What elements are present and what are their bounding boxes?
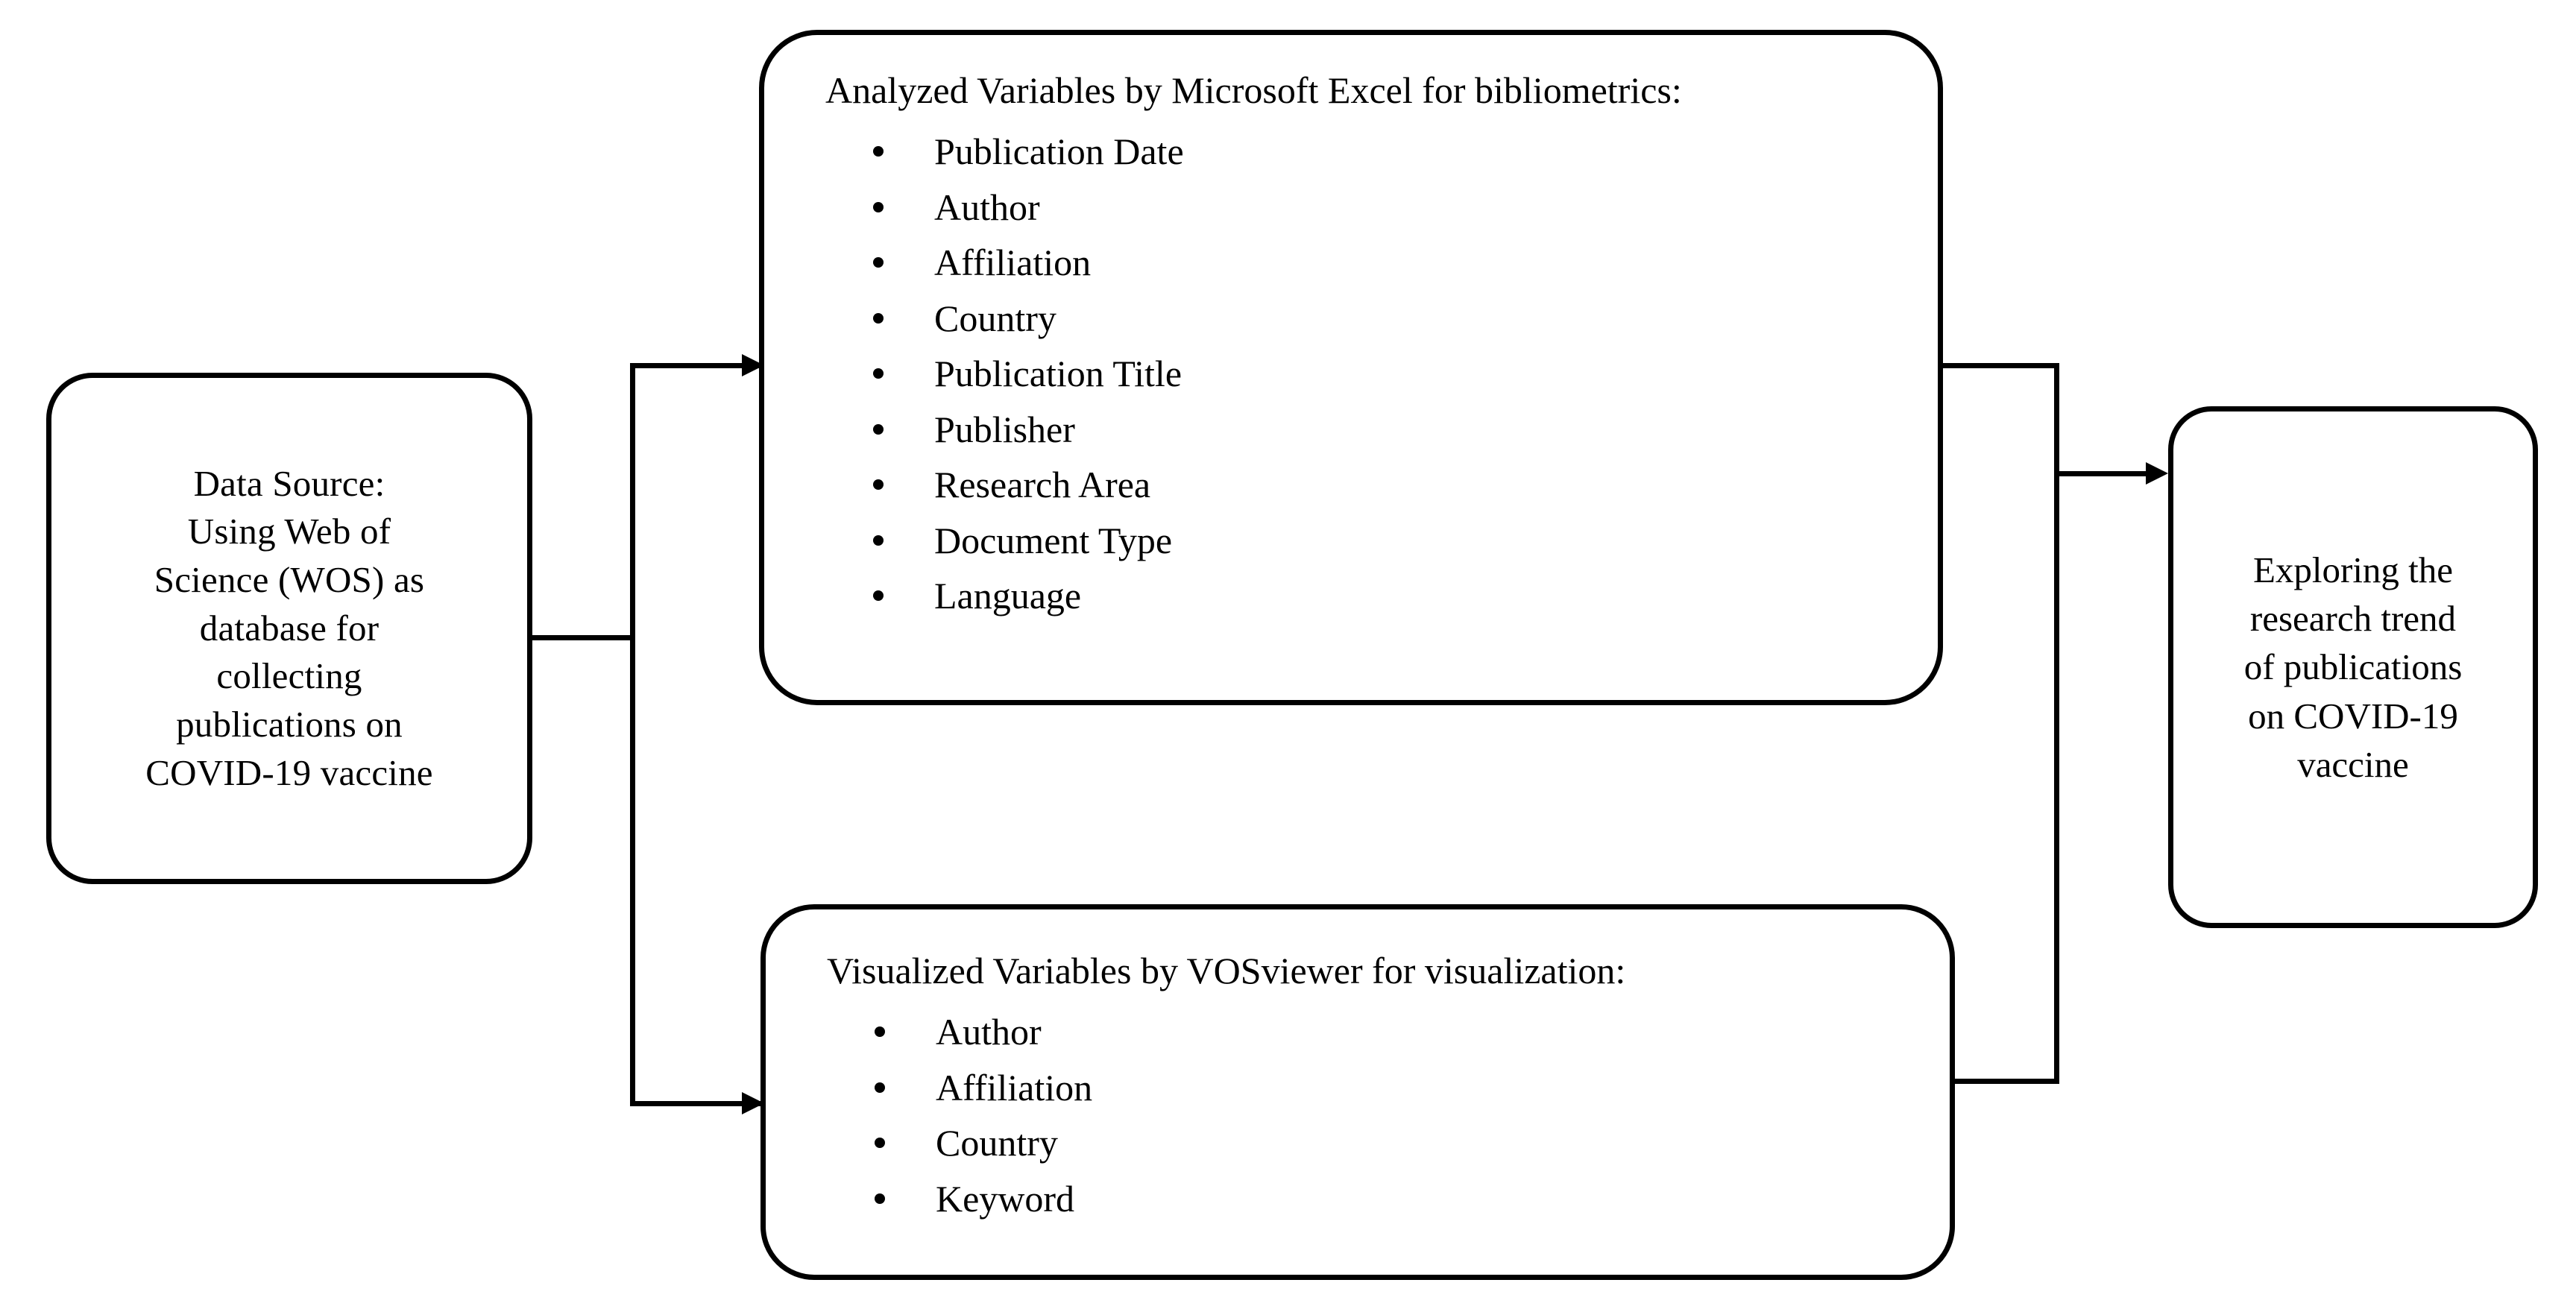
list-item: Author — [816, 1004, 1905, 1060]
connector-trunk-to-outcome — [2054, 471, 2150, 476]
bullet-icon — [873, 312, 884, 324]
list-item: Publisher — [815, 402, 1893, 458]
list-item-label: Affiliation — [934, 242, 1092, 283]
bullet-icon — [875, 1026, 885, 1038]
list-item: Research Area — [815, 457, 1893, 513]
list-item-label: Document Type — [934, 519, 1173, 561]
visualized-heading: Visualized Variables by VOSviewer for vi… — [827, 950, 1626, 991]
outcome-text: Exploring the research trend of publicat… — [2225, 546, 2482, 789]
node-analyzed-variables: Analyzed Variables by Microsoft Excel fo… — [759, 30, 1943, 705]
data-source-line-7: COVID-19 vaccine — [145, 751, 433, 793]
list-item: Affiliation — [815, 235, 1893, 291]
outcome-line-5: vaccine — [2297, 743, 2409, 785]
list-item-label: Author — [936, 1011, 1042, 1053]
list-item-label: Language — [934, 575, 1082, 616]
list-item: Publication Date — [815, 124, 1893, 180]
connector-trunk-to-analyzed — [630, 363, 764, 368]
connector-trunk-to-visualized — [630, 1101, 764, 1106]
bullet-icon — [873, 534, 884, 546]
data-source-text: Data Source: Using Web of Science (WOS) … — [120, 460, 459, 798]
outcome-line-4: on COVID-19 — [2248, 695, 2458, 737]
list-item-label: Publisher — [934, 408, 1075, 450]
list-item: Document Type — [815, 513, 1893, 569]
connector-right-trunk — [2054, 363, 2059, 1084]
list-item: Affiliation — [816, 1060, 1905, 1116]
bullet-icon — [875, 1082, 885, 1093]
list-item-label: Publication Title — [934, 353, 1182, 394]
list-item-label: Publication Date — [934, 130, 1184, 172]
outcome-line-3: of publications — [2243, 646, 2463, 688]
bullet-icon — [873, 423, 884, 435]
bullet-icon — [873, 368, 884, 379]
list-item: Country — [816, 1115, 1905, 1171]
list-item: Author — [815, 180, 1893, 236]
connector-left-trunk — [630, 363, 635, 1106]
data-source-line-3: Science (WOS) as — [154, 558, 425, 600]
node-research-outcome: Exploring the research trend of publicat… — [2168, 406, 2538, 928]
data-source-line-2: Using Web of — [187, 511, 391, 552]
list-item-label: Country — [936, 1122, 1058, 1164]
bullet-icon — [873, 257, 884, 268]
list-item-label: Keyword — [936, 1177, 1075, 1220]
bullet-icon — [873, 590, 884, 602]
data-source-line-4: database for — [199, 607, 380, 649]
connector-visualized-to-trunk — [1950, 1079, 2059, 1084]
data-source-line-5: collecting — [216, 655, 362, 697]
bullet-icon — [873, 146, 884, 157]
outcome-line-1: Exploring the — [2252, 549, 2454, 591]
list-item: Country — [815, 291, 1893, 347]
list-item: Publication Title — [815, 346, 1893, 402]
list-item-label: Country — [934, 297, 1056, 339]
bullet-icon — [875, 1193, 885, 1204]
connector-source-to-trunk — [529, 635, 635, 640]
list-item-label: Affiliation — [936, 1066, 1093, 1108]
arrowhead-to-outcome — [2146, 462, 2168, 485]
list-item: Keyword — [816, 1171, 1905, 1227]
data-source-line-1: Data Source: — [193, 462, 385, 504]
bullet-icon — [873, 201, 884, 212]
outcome-line-2: research trend — [2249, 598, 2457, 640]
connector-analyzed-to-trunk — [1939, 363, 2059, 368]
list-item-label: Research Area — [934, 464, 1151, 505]
analyzed-variable-list: Publication Date Author Affiliation Coun… — [815, 124, 1893, 624]
node-data-source: Data Source: Using Web of Science (WOS) … — [46, 373, 532, 884]
visualized-variable-list: Author Affiliation Country Keyword — [816, 1004, 1905, 1226]
bullet-icon — [875, 1138, 885, 1149]
list-item: Language — [815, 568, 1893, 624]
bullet-icon — [873, 479, 884, 491]
list-item-label: Author — [934, 186, 1040, 228]
data-source-line-6: publications on — [176, 704, 403, 745]
node-visualized-variables: Visualized Variables by VOSviewer for vi… — [760, 904, 1955, 1280]
analyzed-heading: Analyzed Variables by Microsoft Excel fo… — [825, 69, 1682, 111]
